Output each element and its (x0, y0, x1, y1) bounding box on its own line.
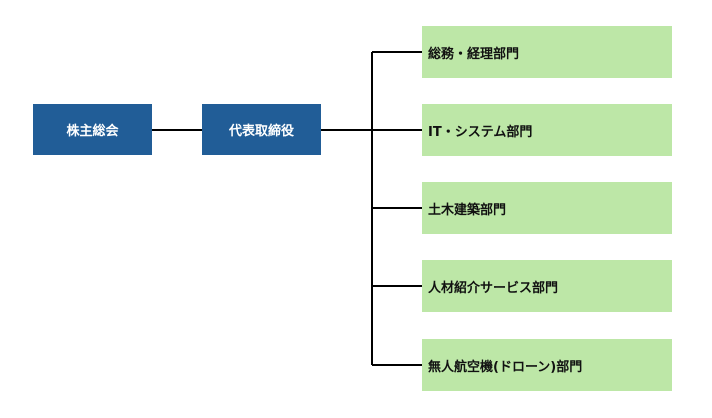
shareholders-meeting-box: 株主総会 (33, 104, 152, 155)
department-it-systems: IT・システム部門 (422, 104, 672, 156)
department-staffing-services: 人材紹介サービス部門 (422, 260, 672, 312)
department-general-affairs-accounting: 総務・経理部門 (422, 26, 672, 78)
representative-director-box: 代表取締役 (202, 104, 321, 155)
department-drone: 無人航空機(ドローン)部門 (422, 339, 672, 391)
department-civil-engineering: 土木建築部門 (422, 182, 672, 234)
